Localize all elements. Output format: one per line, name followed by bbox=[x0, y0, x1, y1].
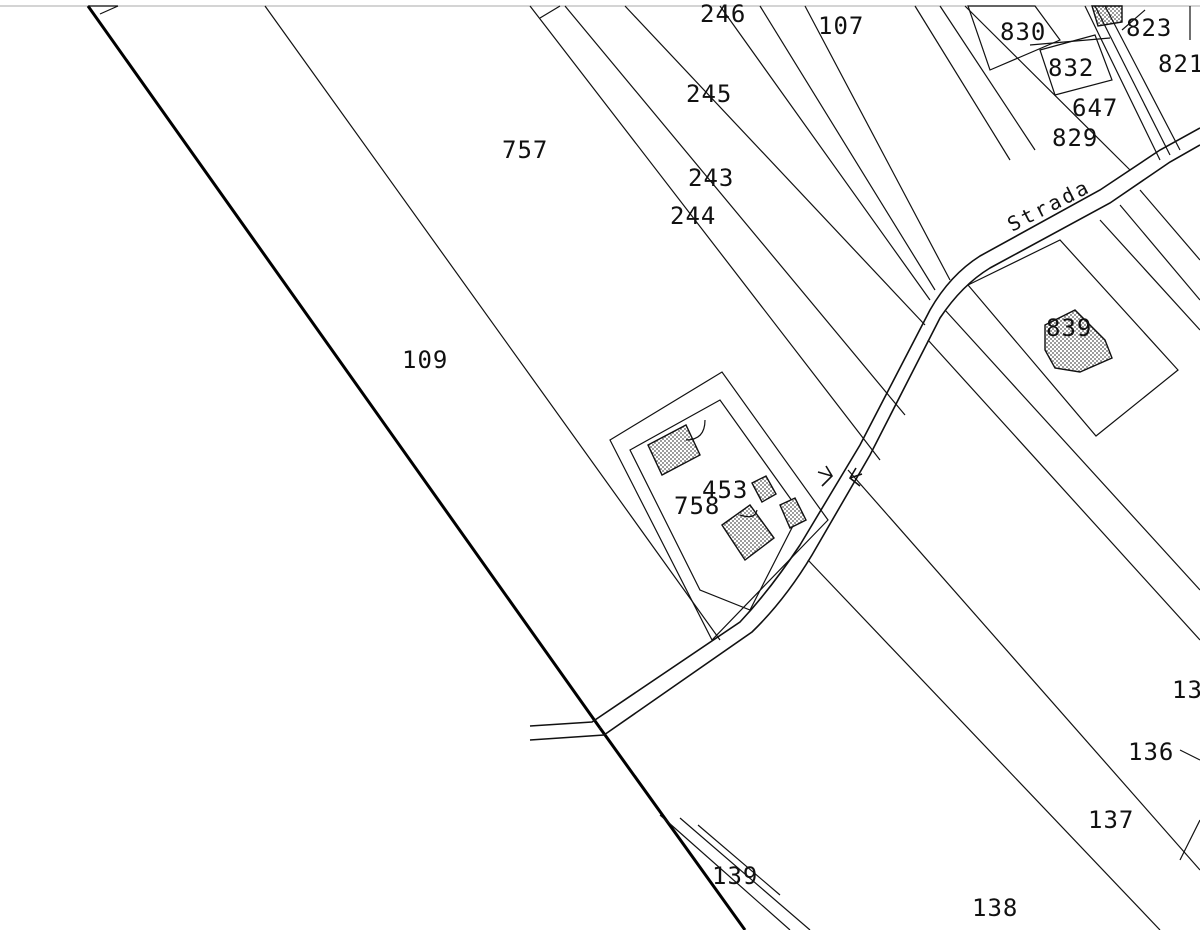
parcel-label-821: 821 bbox=[1158, 50, 1200, 78]
parcel-label-13: 13 bbox=[1172, 676, 1200, 704]
parcel-830-cluster bbox=[967, 5, 1191, 161]
main-boundary-line bbox=[86, 5, 747, 930]
parcel-label-245: 245 bbox=[686, 80, 732, 108]
road-strada bbox=[529, 127, 1200, 741]
building-main-758[interactable] bbox=[721, 504, 775, 562]
parcel-label-832: 832 bbox=[1048, 54, 1094, 82]
parcel-label-139: 139 bbox=[712, 862, 758, 890]
parcel-label-647: 647 bbox=[1072, 94, 1118, 122]
parcel-label-823: 823 bbox=[1126, 14, 1172, 42]
building-839[interactable] bbox=[1044, 309, 1113, 373]
parcel-label-244: 244 bbox=[670, 202, 716, 230]
parcel-label-839: 839 bbox=[1046, 314, 1092, 342]
parcel-label-757: 757 bbox=[502, 136, 548, 164]
parcel-label-758: 758 bbox=[674, 492, 720, 520]
parcel-839-enclosure bbox=[967, 239, 1179, 437]
building-shed[interactable] bbox=[647, 424, 701, 476]
road-stub-south bbox=[659, 814, 811, 930]
parcel-453-enclosure bbox=[609, 371, 829, 642]
buildings[interactable] bbox=[647, 5, 1123, 562]
parcel-label-107: 107 bbox=[818, 12, 864, 40]
parcel-label-243: 243 bbox=[688, 164, 734, 192]
building-leader-shed bbox=[685, 419, 706, 441]
parcel-label-830: 830 bbox=[1000, 18, 1046, 46]
parcel-label-453: 453 bbox=[702, 476, 748, 504]
street-label-strada: Strada bbox=[1003, 174, 1094, 236]
building-annex-small[interactable] bbox=[779, 497, 807, 529]
parcel-label-109: 109 bbox=[402, 346, 448, 374]
parcel-label-246: 246 bbox=[700, 0, 746, 28]
parcel-label-136: 136 bbox=[1128, 738, 1174, 766]
parcel-label-137: 137 bbox=[1088, 806, 1134, 834]
building-annex-453[interactable] bbox=[751, 475, 777, 503]
building-leader-758 bbox=[739, 509, 758, 518]
parcel-labels: 246 107 830 823 832 821 647 829 245 757 … bbox=[402, 0, 1200, 922]
building-823[interactable] bbox=[1091, 5, 1123, 27]
parcel-label-138: 138 bbox=[972, 894, 1018, 922]
bridge-symbol bbox=[817, 465, 863, 487]
parcel-boundaries bbox=[264, 5, 1200, 930]
parcel-label-829: 829 bbox=[1052, 124, 1098, 152]
